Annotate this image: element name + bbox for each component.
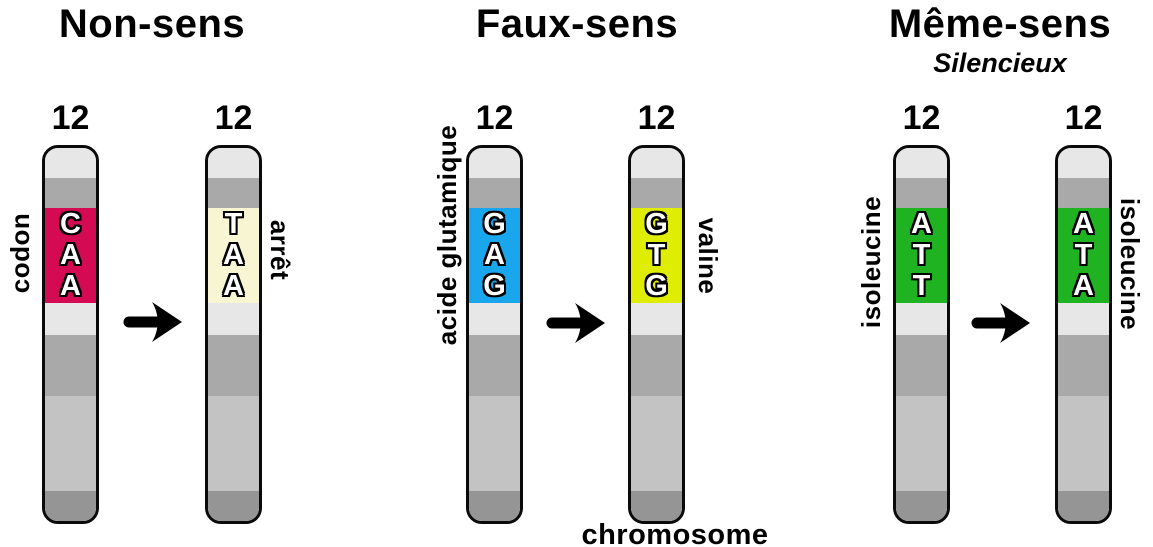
chromosome: T A A (205, 145, 262, 524)
chromosome-band (631, 303, 682, 335)
arrow-right-icon (971, 303, 1030, 343)
chromosome-band (45, 396, 96, 491)
codon-band: T A A (208, 208, 259, 303)
chromosome-band (208, 335, 259, 396)
chromosome-band (631, 396, 682, 491)
chromosome-band (208, 491, 259, 521)
side-label-arret: arrêt (265, 219, 295, 281)
chromosome-number: 12 (214, 99, 253, 137)
chromosome-number: 12 (637, 99, 676, 137)
chromosome-band (45, 491, 96, 521)
side-label-valine: valine (693, 217, 723, 295)
chromosome-number: 12 (902, 99, 941, 137)
chromosome-band (208, 396, 259, 491)
codon-letters: G T G (645, 208, 668, 302)
codon-letters: C A A (60, 208, 81, 302)
chromosome-band (1058, 335, 1109, 396)
chromosome-band (469, 491, 520, 521)
chromosome-band (1058, 178, 1109, 208)
chromosome-number: 12 (1064, 99, 1103, 137)
codon-letters: A T T (911, 208, 932, 302)
panel-subtitle: Silencieux (933, 48, 1067, 78)
codon-letters: G A G (483, 208, 506, 302)
chromosome: A T T (893, 145, 950, 524)
side-label-isoleucine-right: isoleucine (1115, 197, 1145, 331)
codon-band: G T G (631, 208, 682, 303)
chromosome-band (631, 178, 682, 208)
side-label-acide-glutamique: acide glutamique (432, 124, 462, 346)
chromosome-band (469, 148, 520, 178)
chromosome-number: 12 (475, 99, 514, 137)
chromosome: G T G (628, 145, 685, 524)
chromosome-band (896, 303, 947, 335)
chromosome-band (469, 396, 520, 491)
chromosome-band (1058, 491, 1109, 521)
side-label-isoleucine-left: isoleucine (856, 195, 886, 329)
chromosome-band (208, 178, 259, 208)
chromosome-band (631, 148, 682, 178)
chromosome: A T A (1055, 145, 1112, 524)
bottom-label-chromosome: chromosome (581, 519, 769, 547)
chromosome-band (1058, 148, 1109, 178)
codon-band: C A A (45, 208, 96, 303)
chromosome-band (896, 335, 947, 396)
codon-band: A T A (1058, 208, 1109, 303)
chromosome-band (631, 335, 682, 396)
panel-title: Non-sens (58, 2, 246, 46)
chromosome-number: 12 (51, 99, 90, 137)
panel-title: Faux-sens (475, 2, 679, 46)
chromosome: C A A (42, 145, 99, 524)
chromosome: G A G (466, 145, 523, 524)
chromosome-band (896, 396, 947, 491)
codon-letters: A T A (1073, 208, 1094, 302)
chromosome-band (208, 303, 259, 335)
side-label-codon: codon (5, 212, 35, 294)
chromosome-band (469, 178, 520, 208)
arrow-right-icon (123, 302, 182, 342)
codon-band: G A G (469, 208, 520, 303)
chromosome-band (631, 491, 682, 521)
panel-title: Même-sens (888, 2, 1112, 46)
codon-letters: T A A (223, 208, 244, 302)
chromosome-band (1058, 303, 1109, 335)
chromosome-band (896, 148, 947, 178)
chromosome-band (45, 303, 96, 335)
arrow-right-icon (546, 303, 605, 343)
chromosome-band (1058, 396, 1109, 491)
chromosome-band (208, 148, 259, 178)
chromosome-band (469, 303, 520, 335)
chromosome-band (469, 335, 520, 396)
chromosome-band (45, 335, 96, 396)
chromosome-band (896, 491, 947, 521)
chromosome-band (45, 148, 96, 178)
chromosome-band (45, 178, 96, 208)
codon-band: A T T (896, 208, 947, 303)
chromosome-band (896, 178, 947, 208)
